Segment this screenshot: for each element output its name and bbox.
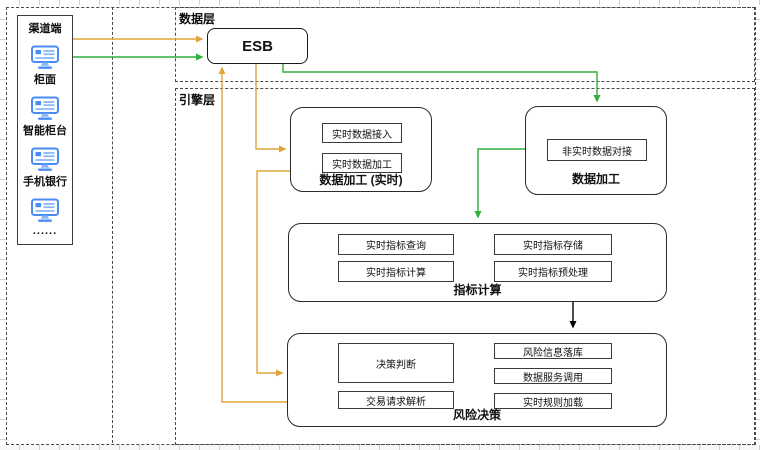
sub-node-decision-judgment: 决策判断: [338, 343, 454, 383]
group-title: 数据加工 (实时): [319, 173, 403, 187]
channel-item-more: ......: [30, 198, 60, 237]
group-title: 指标计算: [453, 283, 502, 297]
canvas-ruler-ticks-top: [0, 0, 760, 5]
group-title: 数据加工: [571, 172, 620, 186]
channel-panel-title: 渠道端: [28, 23, 62, 35]
page-divider-line: [112, 7, 113, 443]
canvas-ruler-ticks-right: [756, 0, 760, 450]
channel-item-counter: 柜面: [30, 45, 60, 87]
group-title: 风险决策: [452, 408, 501, 422]
channel-item-mobile-banking: 手机银行: [23, 147, 67, 189]
group-data-processing: 非实时数据对接 数据加工: [525, 106, 667, 195]
canvas-ruler-ticks-left: [0, 0, 5, 450]
sub-node-risk-info-store: 风险信息落库: [494, 343, 612, 359]
channel-item-label: 柜面: [34, 74, 56, 86]
group-risk-decision: 决策判断 交易请求解析 风险信息落库 数据服务调用 实时规则加载 风险决策: [287, 333, 667, 427]
esb-label: ESB: [242, 37, 273, 55]
channel-item-label: ......: [32, 225, 58, 237]
sub-node-indicator-preprocess: 实时指标预处理: [494, 261, 612, 282]
group-indicator-calculation: 实时指标查询 实时指标计算 实时指标存储 实时指标预处理 指标计算: [288, 223, 667, 302]
engine-layer-label: 引擎层: [179, 93, 216, 107]
group-realtime-data-processing: 实时数据接入 实时数据加工 数据加工 (实时): [290, 107, 432, 192]
sub-node-realtime-data-process: 实时数据加工: [322, 153, 402, 173]
sub-node-realtime-data-ingest: 实时数据接入: [322, 123, 402, 143]
sub-node-realtime-rule-load: 实时规则加载: [494, 393, 612, 409]
sub-node-non-realtime-data-connect: 非实时数据对接: [547, 139, 647, 161]
channel-item-smart-counter: 智能柜台: [23, 96, 67, 138]
monitor-icon: [31, 198, 59, 222]
sub-node-indicator-query: 实时指标查询: [338, 234, 454, 255]
channel-item-label: 手机银行: [23, 176, 67, 188]
sub-node-indicator-store: 实时指标存储: [494, 234, 612, 255]
canvas-ruler-ticks-bottom: [0, 445, 760, 450]
monitor-icon: [31, 45, 59, 69]
data-layer-label: 数据层: [179, 12, 216, 26]
monitor-icon: [31, 147, 59, 171]
sub-node-transaction-request-parse: 交易请求解析: [338, 391, 454, 409]
sub-node-data-service-call: 数据服务调用: [494, 368, 612, 384]
node-esb: ESB: [207, 28, 308, 64]
sub-node-indicator-compute: 实时指标计算: [338, 261, 454, 282]
monitor-icon: [31, 96, 59, 120]
channel-panel: 渠道端 柜面 智能柜台: [17, 15, 73, 245]
channel-item-label: 智能柜台: [23, 125, 67, 137]
